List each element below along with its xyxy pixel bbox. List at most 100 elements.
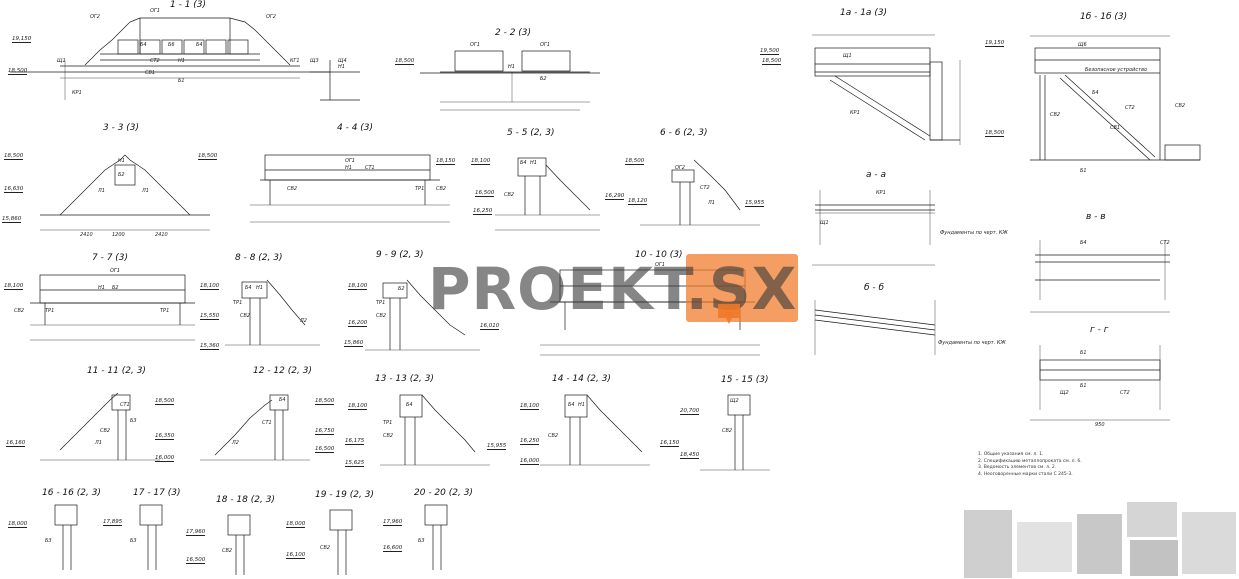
element-label: Б4 bbox=[1092, 90, 1099, 96]
element-label: Б1 bbox=[178, 78, 185, 84]
level-mark: 16,160 bbox=[6, 440, 26, 447]
section-12-12-drawing bbox=[200, 394, 310, 461]
section-title-16-16: 16 - 16 (2, 3) bbox=[42, 488, 101, 498]
level-mark: 15,955 bbox=[745, 200, 765, 207]
level-mark: 16,600 bbox=[383, 545, 403, 552]
level-mark: 16,150 bbox=[660, 440, 680, 447]
element-label: СВ2 bbox=[240, 313, 251, 319]
element-label: Щ2 bbox=[1060, 390, 1069, 396]
section-title-1a: 1а - 1а (3) bbox=[840, 8, 888, 18]
section-5-5-drawing bbox=[495, 157, 600, 231]
element-label: Б1 bbox=[1080, 168, 1087, 174]
section-b-drawing bbox=[814, 300, 936, 355]
section-title-4-4: 4 - 4 (3) bbox=[337, 123, 374, 133]
element-label: СТ1 bbox=[262, 420, 272, 426]
element-label: Безопасное устройство bbox=[1085, 67, 1148, 73]
element-label: Щ4 bbox=[338, 58, 347, 64]
section-title-12-12: 12 - 12 (2, 3) bbox=[253, 366, 312, 376]
element-label: КГ1 bbox=[290, 58, 300, 64]
note-line: 4. Неоговоренные марки стали С 245-3. bbox=[978, 471, 1073, 477]
level-mark: 15,625 bbox=[345, 460, 365, 467]
section-17-17-drawing bbox=[139, 504, 163, 570]
element-label: ОГ1 bbox=[540, 42, 550, 48]
element-label: ОГ2 bbox=[90, 14, 100, 20]
section-20-20-drawing bbox=[424, 504, 448, 570]
element-label: Б4 bbox=[406, 402, 413, 408]
note-line: 2. Спецификацию металлопроката см. л. 6. bbox=[978, 458, 1082, 464]
level-mark: 18,100 bbox=[348, 283, 368, 290]
watermark: PROEKT.SX bbox=[428, 254, 800, 324]
section-title-13-13: 13 - 13 (2, 3) bbox=[375, 374, 434, 384]
element-label: Л1 bbox=[98, 188, 105, 194]
element-label: Н1 bbox=[530, 160, 537, 166]
element-label: Б2 bbox=[540, 76, 547, 82]
level-mark: 17,895 bbox=[103, 519, 123, 526]
section-title-2-2: 2 - 2 (3) bbox=[495, 28, 532, 38]
element-label: Б4 bbox=[245, 285, 252, 291]
section-2-2-drawing bbox=[420, 50, 600, 111]
element-label: ТР1 bbox=[383, 420, 393, 426]
element-label: Б6 bbox=[168, 42, 175, 48]
element-label: Б4 bbox=[196, 42, 203, 48]
element-label: СТ1 bbox=[365, 165, 375, 171]
element-label: СВ2 bbox=[722, 428, 733, 434]
section-title-8-8: 8 - 8 (2, 3) bbox=[235, 253, 283, 263]
element-label: КР1 bbox=[876, 190, 886, 196]
level-mark: 18,120 bbox=[628, 198, 648, 205]
element-label: Л1 bbox=[708, 200, 715, 206]
element-label: Л2 bbox=[300, 318, 307, 324]
level-mark: 16,250 bbox=[520, 438, 540, 445]
section-title-3-3: 3 - 3 (3) bbox=[103, 123, 140, 133]
element-label: СТ2 bbox=[1125, 105, 1135, 111]
element-label: Щ6 bbox=[1078, 42, 1087, 48]
section-title-6-6: 6 - 6 (2, 3) bbox=[660, 128, 708, 138]
element-label: Н1 bbox=[345, 165, 352, 171]
element-label: ОГ1 bbox=[655, 262, 665, 268]
section-title-1-1: 1 - 1 (3) bbox=[170, 0, 207, 10]
level-mark: 18,500 bbox=[395, 58, 415, 65]
level-mark: 18,500 bbox=[315, 398, 335, 405]
element-label: Н1 bbox=[578, 402, 585, 408]
section-title-10-10: 10 - 10 (3) bbox=[635, 250, 683, 260]
section-title-15-15: 15 - 15 (3) bbox=[721, 375, 769, 385]
section-8-8-drawing bbox=[225, 279, 320, 346]
element-label: СВ2 bbox=[548, 433, 559, 439]
level-mark: 18,150 bbox=[436, 158, 456, 165]
watermark-orange-box bbox=[686, 254, 798, 322]
blur-block bbox=[1017, 522, 1072, 572]
level-mark: 18,450 bbox=[680, 452, 700, 459]
element-label: Б4 bbox=[279, 397, 286, 403]
section-title-7-7: 7 - 7 (3) bbox=[92, 253, 129, 263]
level-mark: 16,000 bbox=[520, 458, 540, 465]
element-label: Н1 bbox=[338, 64, 345, 70]
level-mark: 18,500 bbox=[198, 153, 218, 160]
level-mark: 18,500 bbox=[155, 398, 175, 405]
level-mark: 16,200 bbox=[348, 320, 368, 327]
note-line: 3. Ведомость элементов см. л. 2. bbox=[978, 465, 1057, 470]
element-label: ОГ2 bbox=[266, 14, 276, 20]
section-1-1-drawing bbox=[10, 17, 360, 101]
level-mark: 20,700 bbox=[680, 408, 700, 415]
level-mark: 18,100 bbox=[4, 283, 24, 290]
level-mark: 16,250 bbox=[473, 208, 493, 215]
element-label: Щ3 bbox=[310, 58, 319, 64]
element-label: Л2 bbox=[232, 440, 239, 446]
element-label: СТ2 bbox=[1120, 390, 1130, 396]
level-mark: 19,150 bbox=[985, 40, 1005, 47]
element-label: Л1 bbox=[142, 188, 149, 194]
section-title-9-9: 9 - 9 (2, 3) bbox=[376, 250, 424, 260]
element-label: Н1 bbox=[178, 58, 185, 64]
level-mark: 16,010 bbox=[480, 323, 500, 330]
blur-block bbox=[964, 510, 1012, 578]
element-label: Б2 bbox=[398, 286, 405, 292]
element-label: Б4 bbox=[568, 402, 575, 408]
section-title-g: г - г bbox=[1090, 325, 1109, 335]
element-label: КР1 bbox=[72, 90, 82, 96]
element-label: Щ1 bbox=[843, 53, 852, 59]
element-label: Щ1 bbox=[820, 220, 829, 226]
element-label: ТР1 bbox=[45, 308, 55, 314]
section-18-18-drawing bbox=[227, 514, 251, 575]
element-label: СТ2 bbox=[700, 185, 710, 191]
level-mark: 15,550 bbox=[200, 313, 220, 320]
